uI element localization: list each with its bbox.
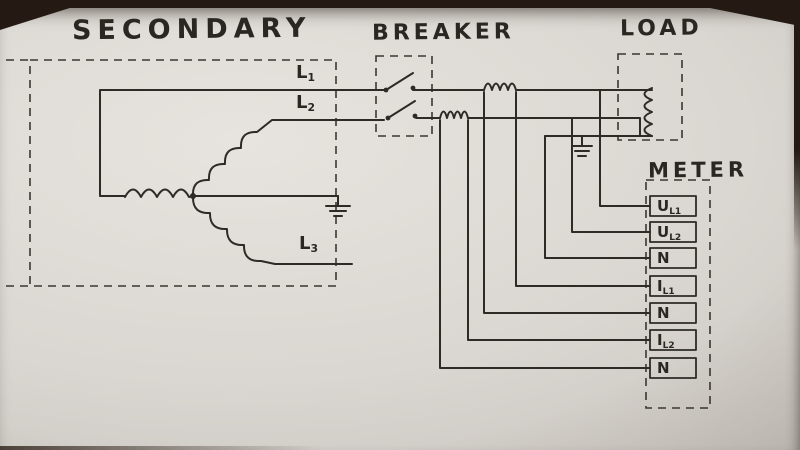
wire-u-l2 — [571, 117, 651, 233]
terminal-box-n3 — [649, 357, 697, 379]
wire-n2 — [483, 91, 651, 314]
terminal-1-main: U — [657, 223, 670, 241]
line-label-l3-main: L — [299, 233, 311, 254]
wire-n3 — [439, 119, 651, 369]
secondary-dashed-box — [29, 59, 337, 287]
load-coil — [643, 87, 653, 137]
wire-i-l1 — [515, 91, 651, 287]
line-label-l1-sub: 1 — [307, 71, 315, 85]
breaker-dashed-box — [375, 55, 433, 137]
line-label-l3: L3 — [299, 233, 318, 256]
load-winding — [544, 87, 653, 137]
meter-terminal-label-n2: N — [657, 304, 693, 322]
breaker-title: BREAKER — [371, 19, 515, 46]
secondary-transformer — [99, 89, 387, 265]
meter-wires — [439, 89, 651, 369]
terminal-1-sub: L2 — [669, 232, 682, 243]
secondary-dashed-extension — [6, 59, 30, 287]
meter-dashed-box — [645, 179, 711, 409]
meter-terminal-label-u-l2: UL2 — [657, 223, 693, 243]
breaker-switches — [383, 72, 418, 121]
terminal-5-sub: L2 — [662, 340, 675, 351]
terminal-0-sub: L1 — [669, 206, 682, 217]
meter-title: METER — [647, 157, 749, 183]
line-l1-feed — [99, 89, 387, 197]
line-label-l2: L2 — [296, 92, 315, 115]
meter-terminal-label-i-l1: IL1 — [657, 277, 693, 297]
terminal-3-sub: L1 — [662, 286, 675, 297]
winding-l2 — [191, 119, 385, 197]
wye-junction-dot — [190, 193, 196, 199]
transmission-wiring — [412, 82, 653, 157]
dashed-boxes — [6, 53, 711, 409]
line-label-l2-sub: 2 — [307, 101, 315, 115]
terminal-5-main: I — [657, 331, 663, 349]
photo-edge-right — [794, 0, 800, 250]
terminal-box-i-l2 — [649, 329, 697, 351]
ground-symbol-load — [571, 135, 593, 157]
secondary-title: SECONDARY — [71, 12, 312, 47]
meter-terminal-label-n3: N — [657, 359, 693, 377]
terminal-0-main: U — [657, 197, 670, 215]
line-label-l3-sub: 3 — [310, 242, 318, 256]
line-label-l1-main: L — [296, 62, 308, 83]
terminal-box-n1 — [649, 247, 697, 269]
terminal-box-n2 — [649, 302, 697, 324]
terminal-2-main: N — [657, 249, 670, 267]
load-dashed-box — [617, 53, 683, 141]
load-title: LOAD — [619, 15, 703, 42]
winding-l3 — [191, 196, 353, 265]
wire-u-l1 — [599, 89, 651, 207]
terminal-box-i-l1 — [649, 275, 697, 297]
breaker-blade-l1 — [385, 72, 414, 91]
breaker-blade-l2 — [387, 100, 416, 119]
wire-i-l2 — [467, 119, 651, 341]
line-label-l2-main: L — [296, 92, 308, 113]
meter-terminal-label-n1: N — [657, 249, 693, 267]
terminal-4-main: N — [657, 304, 670, 322]
terminal-box-u-l2 — [649, 221, 697, 243]
ct-coil-l1 — [483, 82, 517, 91]
wire-n1 — [544, 135, 651, 259]
ground-symbol-secondary — [325, 195, 351, 217]
meter-terminal-label-u-l1: UL1 — [657, 197, 693, 217]
ct-coil-l2 — [439, 110, 469, 119]
winding-l1 — [124, 188, 194, 198]
line-l2-to-load — [467, 117, 641, 137]
meter-terminal-label-i-l2: IL2 — [657, 331, 693, 351]
line-label-l1: L1 — [296, 62, 315, 85]
terminal-6-main: N — [657, 359, 670, 377]
photo-edge-bottom — [0, 446, 320, 450]
meter-terminal-blocks — [649, 195, 697, 379]
terminal-3-main: I — [657, 277, 663, 295]
terminal-box-u-l1 — [649, 195, 697, 217]
